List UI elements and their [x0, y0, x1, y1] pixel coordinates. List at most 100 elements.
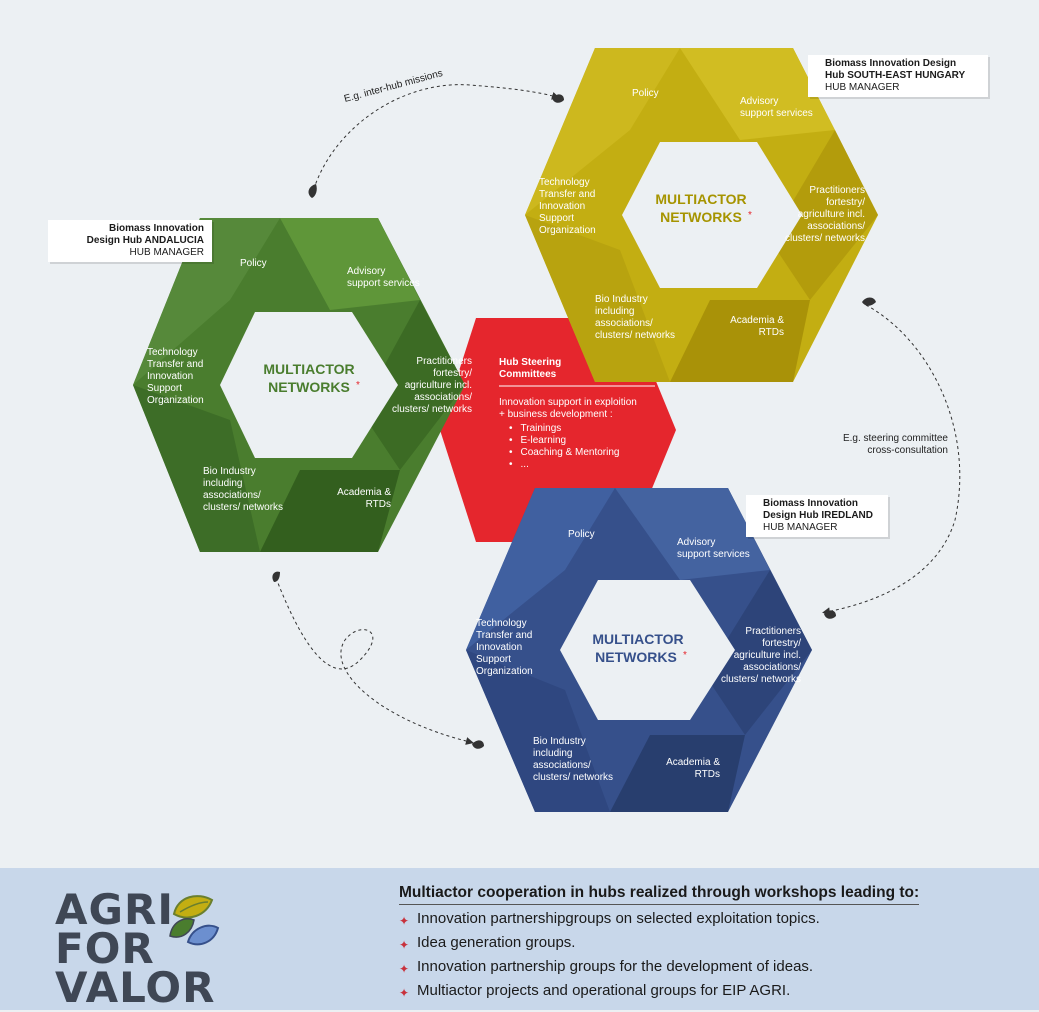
- hub-ireland-name-2: Design Hub IREDLAND: [763, 510, 873, 521]
- andalucia-academia-2: RTDs: [366, 499, 391, 510]
- ireland-asterisk: *: [683, 650, 687, 661]
- footer-item-text: Multiactor projects and operational grou…: [417, 982, 791, 999]
- ireland-policy: Policy: [568, 529, 595, 540]
- leaf-bullet-icon: ✦: [399, 914, 410, 928]
- hub-label-hungary: Biomass Innovation Design Hub SOUTH-EAST…: [808, 55, 988, 97]
- andalucia-policy: Policy: [240, 258, 267, 269]
- footer-item-text: Idea generation groups.: [417, 934, 576, 951]
- steering-label-2: cross-consultation: [867, 445, 948, 456]
- hub-ireland-hexagon: [466, 488, 812, 812]
- hub-hungary-name-2: Hub SOUTH-EAST HUNGARY: [825, 70, 966, 81]
- inter-hub-label: E.g. inter-hub missions: [343, 68, 444, 105]
- hungary-bio-4: clusters/ networks: [595, 330, 675, 341]
- andalucia-practitioners-5: clusters/ networks: [392, 404, 472, 415]
- steering-item: ...: [509, 459, 669, 471]
- ireland-practitioners-3: agriculture incl.: [734, 650, 801, 661]
- hungary-academia-2: RTDs: [759, 327, 784, 338]
- hungary-asterisk: *: [748, 210, 752, 221]
- ireland-tech-2: Transfer and: [476, 630, 532, 641]
- logo-line-3: VALOR: [55, 963, 216, 1012]
- leaf-bullet-icon: ✦: [399, 938, 410, 952]
- leaf-icon: [824, 610, 836, 619]
- ireland-practitioners-1: Practitioners: [745, 626, 801, 637]
- ireland-tech-4: Support: [476, 654, 511, 665]
- andalucia-tech-4: Support: [147, 383, 182, 394]
- andalucia-advisory-2: support services: [347, 278, 420, 289]
- andalucia-asterisk: *: [356, 380, 360, 391]
- hub-andalucia-role: HUB MANAGER: [129, 247, 204, 258]
- hub-andalucia-name-2: Design Hub ANDALUCIA: [86, 235, 204, 246]
- andalucia-center-1: MULTIACTOR: [263, 361, 354, 377]
- ireland-academia-1: Academia &: [666, 757, 720, 768]
- andalucia-practitioners-3: agriculture incl.: [405, 380, 472, 391]
- steering-list: Trainings E-learning Coaching & Mentorin…: [499, 423, 669, 471]
- steering-item: E-learning: [509, 435, 669, 447]
- hungary-bio-3: associations/: [595, 318, 653, 329]
- leaf-bullet-icon: ✦: [399, 962, 410, 976]
- ireland-tech-5: Organization: [476, 666, 533, 677]
- steering-item: Coaching & Mentoring: [509, 447, 669, 459]
- ireland-tech-1: Technology: [476, 618, 527, 629]
- connector-inter-hub: [311, 84, 560, 196]
- diagram-stage: Policy Advisory support services Practit…: [0, 0, 1039, 868]
- ireland-practitioners-4: associations/: [743, 662, 801, 673]
- hungary-policy: Policy: [632, 88, 659, 99]
- footer-item-text: Innovation partnership groups for the de…: [417, 958, 814, 975]
- ireland-center-2: NETWORKS: [595, 649, 677, 665]
- diagram-canvas: Policy Advisory support services Practit…: [133, 48, 961, 812]
- connector-andalucia-ireland: [275, 577, 474, 745]
- hungary-practitioners-2: fortestry/: [826, 197, 865, 208]
- logo-line-2: FOR: [55, 924, 155, 973]
- ireland-center-1: MULTIACTOR: [592, 631, 683, 647]
- ireland-bio-1: Bio Industry: [533, 736, 586, 747]
- andalucia-practitioners-2: fortestry/: [433, 368, 472, 379]
- logo-line-1: AGRI: [55, 885, 174, 934]
- hungary-tech-3: Innovation: [539, 201, 585, 212]
- andalucia-practitioners-1: Practitioners: [416, 356, 472, 367]
- hub-label-andalucia: Biomass Innovation Design Hub ANDALUCIA …: [48, 220, 212, 262]
- steering-item: Trainings: [509, 423, 669, 435]
- hungary-center-1: MULTIACTOR: [655, 191, 746, 207]
- hungary-tech-2: Transfer and: [539, 189, 595, 200]
- steering-intro-2: + business development :: [499, 409, 613, 420]
- hungary-center-2: NETWORKS: [660, 209, 742, 225]
- footer-list-item: ✦ Innovation partnershipgroups on selecte…: [399, 908, 820, 932]
- leaf-icon: [308, 184, 317, 198]
- andalucia-bio-4: clusters/ networks: [203, 502, 283, 513]
- logo-leaves-icon: [169, 895, 220, 946]
- steering-intro-1: Innovation support in exploition: [499, 397, 637, 408]
- hungary-tech-1: Technology: [539, 177, 590, 188]
- hungary-practitioners-3: agriculture incl.: [798, 209, 865, 220]
- footer-panel: AGRI FOR VALOR Multiactor cooperation in…: [0, 868, 1039, 1010]
- andalucia-advisory-1: Advisory: [347, 266, 385, 277]
- hungary-academia-1: Academia &: [730, 315, 784, 326]
- hungary-bio-1: Bio Industry: [595, 294, 648, 305]
- andalucia-practitioners-4: associations/: [414, 392, 472, 403]
- footer-list-item: ✦ Innovation partnership groups for the d…: [399, 956, 820, 980]
- andalucia-bio-1: Bio Industry: [203, 466, 256, 477]
- andalucia-bio-3: associations/: [203, 490, 261, 501]
- footer-item-text: Innovation partnershipgroups on selected…: [417, 910, 820, 927]
- footer-title: Multiactor cooperation in hubs realized …: [399, 884, 920, 905]
- hub-hungary-name-1: Biomass Innovation Design: [825, 58, 957, 69]
- hungary-bio-2: including: [595, 306, 634, 317]
- steering-label-1: E.g. steering committee: [843, 433, 948, 444]
- ireland-bio-3: associations/: [533, 760, 591, 771]
- andalucia-bio-2: including: [203, 478, 242, 489]
- hub-ireland-name-1: Biomass Innovation: [763, 498, 859, 509]
- footer-list-item: ✦Multiactor projects and operational gro…: [399, 980, 820, 1004]
- footer-list-item: ✦ Idea generation groups.: [399, 932, 820, 956]
- hub-label-ireland: Biomass Innovation Design Hub IREDLAND H…: [746, 495, 888, 537]
- footer-list: ✦ Innovation partnershipgroups on selecte…: [399, 908, 820, 1004]
- leaf-icon: [862, 297, 876, 306]
- ireland-advisory-1: Advisory: [677, 537, 715, 548]
- ireland-bio-4: clusters/ networks: [533, 772, 613, 783]
- hungary-practitioners-1: Practitioners: [809, 185, 865, 196]
- hungary-advisory-1: Advisory: [740, 96, 778, 107]
- steering-committee: Hub Steering Committees Innovation suppo…: [499, 357, 669, 471]
- hungary-practitioners-4: associations/: [807, 221, 865, 232]
- leaf-icon: [472, 740, 484, 749]
- ireland-bio-2: including: [533, 748, 572, 759]
- ireland-practitioners-2: fortestry/: [762, 638, 801, 649]
- hub-hungary-role: HUB MANAGER: [825, 82, 900, 93]
